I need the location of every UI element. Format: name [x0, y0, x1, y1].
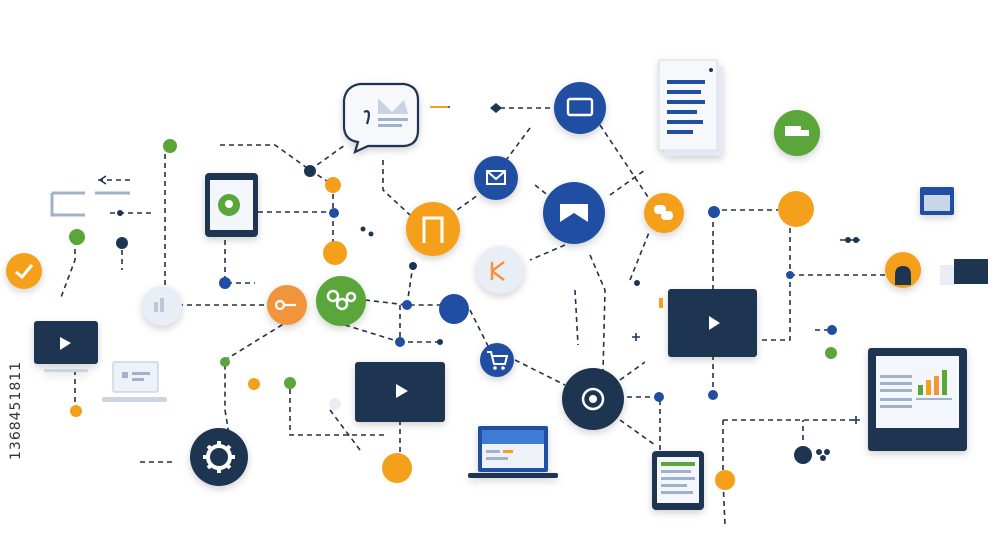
document-node	[658, 59, 723, 156]
truck-node	[774, 110, 820, 156]
target-node	[562, 368, 624, 430]
navy-dot	[304, 165, 316, 177]
bookmark-node	[476, 246, 524, 294]
plus-marker	[632, 333, 640, 341]
plus-marker	[852, 416, 860, 424]
document-icon	[667, 80, 705, 84]
laptop-node	[468, 426, 558, 478]
video-monitor-left	[34, 321, 98, 372]
play-icon	[396, 384, 408, 398]
orange-dot	[325, 177, 341, 193]
blue-node	[439, 294, 469, 324]
blue-dot	[402, 300, 412, 310]
tablet-location	[205, 173, 258, 237]
shopping-cart-icon	[487, 351, 509, 365]
green-dot	[163, 139, 177, 153]
light-dot	[329, 398, 341, 410]
orange-node	[382, 453, 412, 483]
chat-bubble-icon	[378, 98, 408, 114]
email-icon	[486, 170, 506, 185]
analytics-monitor	[868, 348, 967, 451]
play-icon	[60, 337, 71, 350]
target-icon	[581, 387, 605, 411]
orange-dot	[70, 405, 82, 417]
browser-window-icon	[920, 187, 954, 215]
bell-node	[885, 252, 921, 288]
blue-dot	[708, 390, 718, 400]
speech-bubble-node	[342, 82, 420, 155]
cart-node	[480, 343, 514, 377]
orange-dot	[715, 470, 735, 490]
blue-dot	[395, 337, 405, 347]
video-monitor-right	[668, 289, 757, 357]
gear-icon	[206, 444, 232, 470]
green-dot	[69, 229, 85, 245]
door-icon	[422, 216, 444, 243]
blue-dot	[827, 325, 837, 335]
green-dot	[220, 357, 230, 367]
laptop-icon	[468, 473, 558, 478]
bar-chart-icon	[918, 385, 923, 395]
diamond-marker	[490, 103, 502, 113]
envelope-open-icon	[560, 204, 588, 222]
gear-node	[190, 428, 248, 486]
orange-dot	[248, 378, 260, 390]
green-dot	[284, 377, 296, 389]
link-node	[316, 276, 366, 326]
left-cluster	[6, 139, 182, 417]
connectors	[59, 106, 888, 526]
key-node	[267, 285, 307, 325]
check-icon	[15, 264, 34, 280]
truck-icon	[801, 130, 809, 136]
small-dot	[117, 210, 123, 216]
play-icon	[709, 316, 720, 330]
orange-node	[778, 191, 814, 227]
blue-dot	[219, 277, 231, 289]
navy-dot	[794, 446, 812, 464]
envelope-main-node	[543, 182, 605, 244]
chat-icon	[661, 211, 673, 220]
card-icon	[954, 259, 988, 284]
window-node	[554, 82, 606, 134]
bell-icon	[895, 266, 911, 285]
email-node	[474, 156, 518, 200]
blue-dot	[654, 392, 664, 402]
navy-dot	[116, 237, 128, 249]
tablet-icon	[661, 491, 693, 494]
orange-node	[323, 241, 347, 265]
tablet-list	[652, 451, 704, 510]
door-node	[406, 202, 460, 256]
chat-node	[644, 193, 684, 233]
arrow-left-icon	[99, 175, 107, 185]
dashboard-icon	[102, 361, 167, 402]
monitor-icon	[566, 97, 594, 117]
orange-node	[6, 253, 42, 289]
outline-box-shape	[50, 191, 85, 217]
blue-dot	[708, 206, 720, 218]
video-monitor-center	[355, 362, 445, 422]
green-dot	[825, 347, 837, 359]
blue-dot	[329, 208, 339, 218]
k-icon	[490, 261, 505, 281]
